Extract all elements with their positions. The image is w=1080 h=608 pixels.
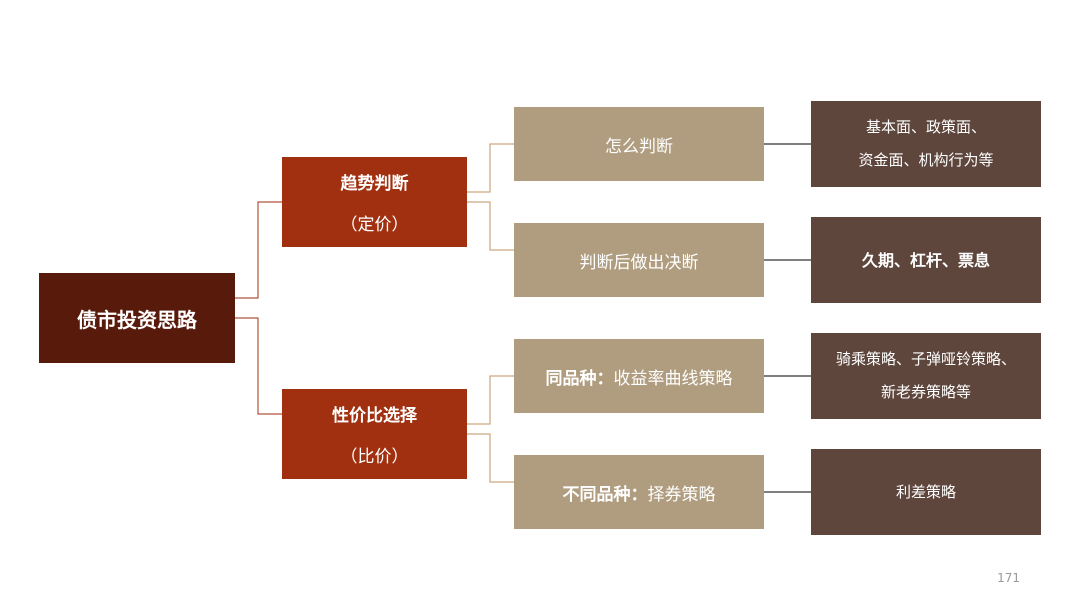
method-node-diff-type: 不同品种：择券策略 [514, 455, 764, 529]
detail-connectors [764, 143, 811, 493]
root-connectors [235, 201, 282, 415]
detail-line: 久期、杠杆、票息 [861, 250, 990, 270]
method-label-bold: 不同品种： [562, 484, 648, 505]
detail-node-fundamentals: 基本面、政策面、 资金面、机构行为等 [811, 101, 1041, 187]
method-label: 判断后做出决断 [579, 252, 699, 273]
method-node-same-type: 同品种：收益率曲线策略 [514, 339, 764, 413]
detail-line: 利差策略 [895, 482, 956, 501]
branch-connectors [466, 143, 514, 483]
root-node: 债市投资思路 [39, 273, 235, 363]
method-label: 择券策略 [647, 484, 716, 505]
detail-node-curve-strategies: 骑乘策略、子弹哑铃策略、 新老券策略等 [811, 333, 1041, 419]
method-label-bold: 同品种： [545, 368, 614, 389]
detail-node-duration: 久期、杠杆、票息 [811, 217, 1041, 303]
method-node-how: 怎么判断 [514, 107, 764, 181]
detail-line: 骑乘策略、子弹哑铃策略、 [835, 350, 1016, 368]
branch-title: 趋势判断 [340, 174, 409, 194]
branch-title: 性价比选择 [332, 406, 417, 426]
method-node-decide: 判断后做出决断 [514, 223, 764, 297]
page-number: 171 [997, 571, 1020, 585]
detail-line: 新老券策略等 [880, 383, 971, 401]
detail-line: 基本面、政策面、 [865, 118, 986, 136]
branch-node-value: 性价比选择 （比价） [282, 389, 467, 479]
branch-node-trend: 趋势判断 （定价） [282, 157, 467, 247]
detail-line: 资金面、机构行为等 [858, 151, 994, 169]
branch-subtitle: （定价） [340, 215, 409, 235]
root-label: 债市投资思路 [77, 307, 197, 332]
branch-subtitle: （比价） [340, 447, 409, 467]
method-label: 收益率曲线策略 [613, 368, 733, 389]
method-label: 怎么判断 [605, 136, 673, 157]
detail-node-spread: 利差策略 [811, 449, 1041, 535]
